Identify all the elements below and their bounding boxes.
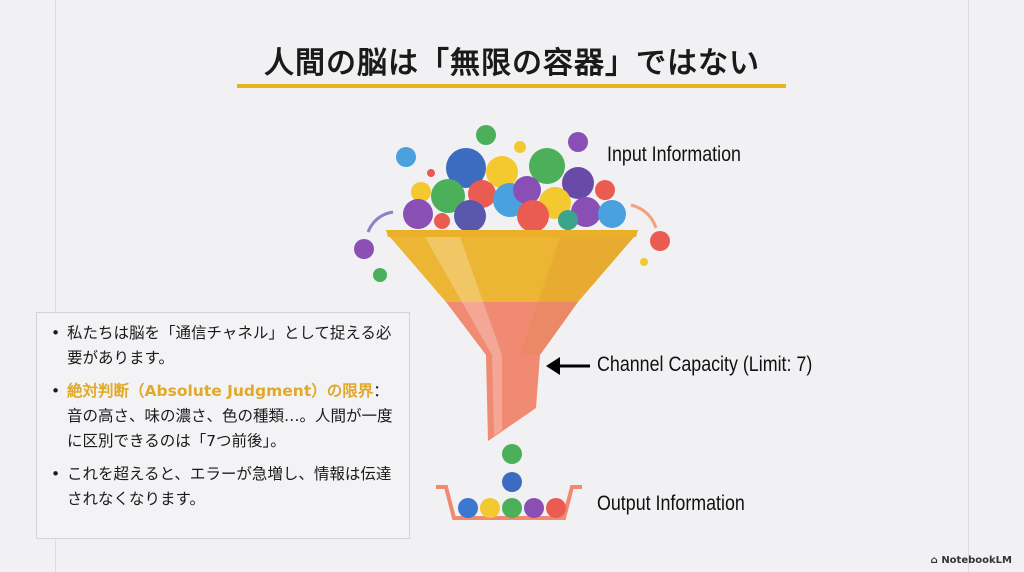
channel-capacity-label: Channel Capacity (Limit: 7) — [597, 353, 813, 376]
highlight-text: 絶対判断（Absolute Judgment）の限界 — [67, 382, 374, 400]
input-label: Input Information — [607, 143, 741, 166]
bullet-item: これを超えると、エラーが急増し、情報は伝達されなくなります。 — [47, 462, 397, 512]
title-underline — [237, 84, 786, 88]
bullet-item: 私たちは脳を「通信チャネル」として捉える必要があります。 — [47, 321, 397, 371]
output-label: Output Information — [597, 492, 745, 515]
bullet-item: 絶対判断（Absolute Judgment）の限界：音の高さ、味の濃さ、色の種… — [47, 379, 397, 454]
bullet-box: 私たちは脳を「通信チャネル」として捉える必要があります。 絶対判断（Absolu… — [36, 312, 410, 539]
left-guide-line — [55, 0, 56, 572]
funnel-illustration — [354, 125, 670, 520]
right-guide-line — [968, 0, 969, 572]
input-balls-icon — [354, 125, 670, 282]
page-title: 人間の脳は「無限の容器」ではない — [264, 46, 760, 81]
brand-logo: ⌂ NotebookLM — [930, 555, 1012, 566]
arrow-left-icon — [546, 357, 590, 375]
